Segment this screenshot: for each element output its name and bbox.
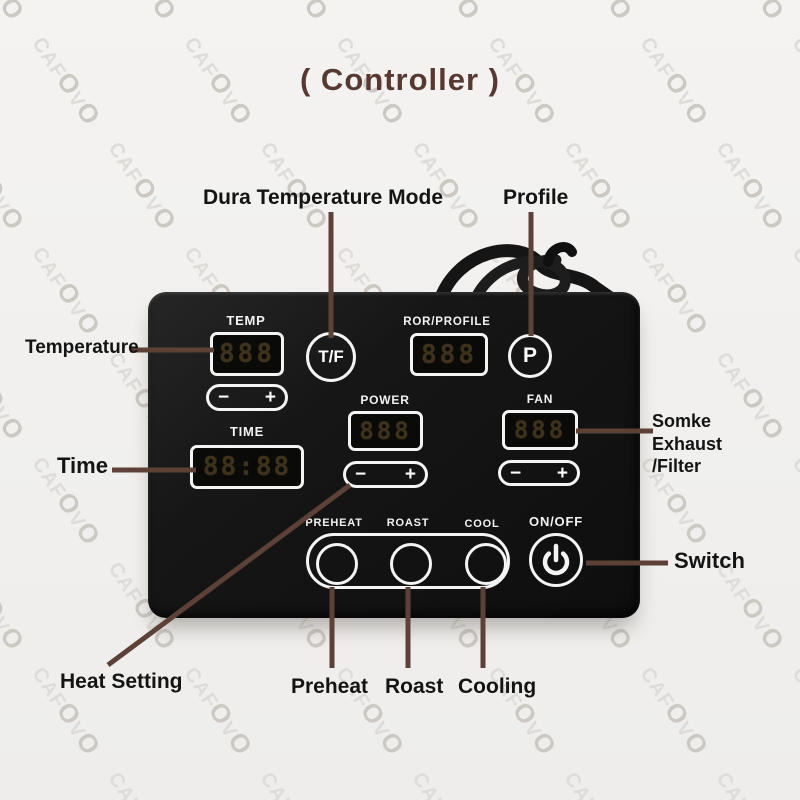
temp-display-digits: 888: [219, 339, 275, 369]
watermark-text: CAFOVO: [559, 138, 639, 236]
ror-profile-label: ROR/PROFILE: [403, 316, 491, 328]
watermark-text: CAFOVO: [787, 663, 800, 702]
watermark-text: CAFOVO: [0, 0, 31, 26]
ror-profile-display: 888: [410, 333, 488, 376]
watermark-text: CAFOVO: [787, 33, 800, 72]
watermark-text: CAFOVO: [787, 453, 800, 492]
watermark-text: CAFOVO: [103, 138, 183, 236]
label-temperature: Temperature: [25, 337, 139, 358]
power-plus-button[interactable]: +: [404, 464, 416, 485]
watermark-text: CAFOVO: [559, 768, 602, 800]
label-cooling: Cooling: [458, 675, 537, 698]
label-dura-temperature-mode: Dura Temperature Mode: [203, 186, 443, 209]
onoff-button-label: ON/OFF: [529, 514, 583, 529]
watermark-text: CAFOVO: [139, 0, 183, 26]
power-icon: [542, 543, 570, 576]
watermark-text: CAFOVO: [747, 0, 791, 26]
controller-panel: TEMP 888 T/F ROR/PROFILE 888 P − + POWER…: [148, 292, 640, 618]
temp-fahrenheit-toggle-button[interactable]: T/F: [306, 332, 356, 382]
watermark-text: CAFOVO: [0, 591, 31, 656]
watermark-text: CAFOVO: [635, 663, 715, 761]
label-profile: Profile: [503, 186, 569, 209]
power-label: POWER: [360, 393, 410, 407]
fan-plus-button[interactable]: +: [556, 462, 568, 484]
temp-plus-button[interactable]: +: [264, 387, 276, 408]
roast-button-label: ROAST: [386, 517, 430, 529]
label-roast: Roast: [385, 675, 444, 698]
watermark-text: CAFOVO: [179, 663, 259, 761]
profile-button[interactable]: P: [508, 334, 552, 378]
watermark-text: CAFOVO: [291, 0, 335, 26]
mode-buttons-group: [306, 533, 510, 589]
fan-label: FAN: [526, 392, 554, 406]
cool-button-label: COOL: [464, 518, 500, 530]
watermark-text: CAFOVO: [595, 0, 639, 26]
watermark-text: CAFOVO: [0, 765, 31, 800]
watermark-text: CAFOVO: [27, 33, 107, 131]
temp-label: TEMP: [226, 313, 266, 328]
power-adjust-control: − +: [343, 461, 428, 488]
label-switch: Switch: [674, 548, 745, 573]
label-preheat: Preheat: [291, 675, 369, 698]
watermark-text: CAFOVO: [0, 171, 31, 236]
watermark-text: CAFOVO: [635, 243, 715, 341]
time-display: 88:88: [190, 445, 304, 489]
power-minus-button[interactable]: −: [355, 464, 367, 485]
fan-minus-button[interactable]: −: [510, 462, 522, 484]
fan-adjust-control: − +: [498, 460, 580, 486]
watermark-text: CAFOVO: [711, 768, 754, 800]
watermark-text: CAFOVO: [407, 768, 450, 800]
time-label: TIME: [229, 424, 265, 439]
temp-minus-button[interactable]: −: [218, 387, 230, 408]
power-display: 888: [348, 411, 423, 451]
fan-display-digits: 888: [513, 416, 567, 444]
fan-display: 888: [502, 410, 578, 450]
watermark-text: CAFOVO: [711, 138, 791, 236]
watermark-text: CAFOVO: [0, 381, 31, 446]
label-smoke-exhaust-line1: Somke Exhaust: [652, 411, 723, 454]
watermark-text: CAFOVO: [443, 0, 487, 26]
preheat-button[interactable]: [316, 543, 358, 585]
watermark-text: CAFOVO: [635, 33, 715, 131]
label-smoke-exhaust-filter: Somke Exhaust /Filter: [652, 410, 782, 478]
cool-button[interactable]: [465, 543, 507, 585]
roast-button[interactable]: [390, 543, 432, 585]
watermark-text: CAFOVO: [27, 243, 107, 341]
power-onoff-button[interactable]: [529, 533, 583, 587]
watermark-text: CAFOVO: [179, 33, 259, 131]
preheat-button-label: PREHEAT: [305, 517, 363, 529]
watermark-text: CAFOVO: [787, 243, 800, 282]
label-time: Time: [57, 453, 108, 478]
time-display-digits: 88:88: [202, 452, 292, 482]
label-heat-setting: Heat Setting: [60, 670, 183, 693]
label-smoke-exhaust-line2: /Filter: [652, 456, 702, 476]
temp-display: 888: [210, 332, 284, 376]
temp-adjust-control: − +: [206, 384, 288, 411]
page-title: ( Controller ): [300, 62, 500, 97]
watermark-text: CAFOVO: [103, 768, 146, 800]
ror-profile-display-digits: 888: [421, 339, 477, 370]
power-display-digits: 888: [359, 417, 412, 445]
watermark-text: CAFOVO: [255, 768, 298, 800]
